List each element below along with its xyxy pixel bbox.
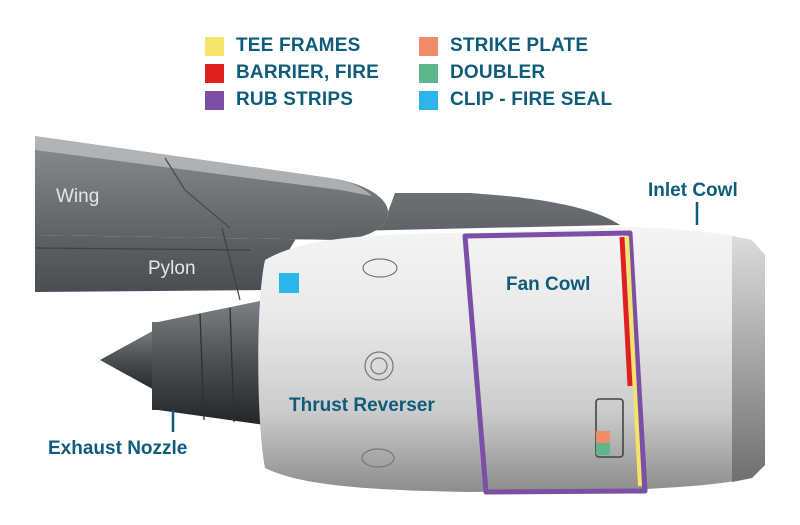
legend-item-rub-strips: RUB STRIPS: [205, 89, 354, 110]
nozzle-ring: [199, 313, 205, 421]
fire-seal-clip: [279, 273, 299, 293]
legend-item-tee-frames: TEE FRAMES: [205, 35, 361, 56]
fan-cowl-label: Fan Cowl: [506, 274, 591, 295]
inlet-lip: [732, 236, 765, 482]
legend-item-doubler: DOUBLER: [419, 62, 546, 83]
exhaust-nozzle-label: Exhaust Nozzle: [48, 438, 188, 459]
access-panel-bottom: [361, 448, 395, 468]
legend-label-strike-plate: STRIKE PLATE: [450, 35, 589, 56]
port-outer: [364, 351, 394, 381]
legend-swatch-tee-frames: [205, 36, 224, 56]
legend-swatch-rub-strips: [205, 90, 224, 110]
pylon-shape: [35, 193, 620, 292]
strike-plate: [596, 431, 610, 443]
legend-swatch-strike-plate: [419, 36, 438, 56]
exhaust-nozzle-shape: [152, 300, 265, 425]
legend-label-rub-strips: RUB STRIPS: [236, 89, 354, 110]
fire-barrier-line: [619, 236, 633, 387]
legend-swatch-doubler: [419, 63, 438, 83]
wing-edge-line: [164, 157, 231, 229]
legend-label-tee-frames: TEE FRAMES: [236, 35, 361, 56]
thrust-reverser-label: Thrust Reverser: [289, 395, 435, 416]
exhaust-plug: [100, 328, 158, 392]
wing-highlight: [35, 136, 372, 196]
wing-shape: [35, 136, 388, 240]
nozzle-ring-2: [229, 307, 235, 423]
legend-label-doubler: DOUBLER: [450, 62, 546, 83]
doubler: [596, 443, 610, 455]
wing-label: Wing: [56, 186, 100, 207]
pylon-label: Pylon: [148, 258, 196, 279]
legend-label-clip-fire-seal: CLIP - FIRE SEAL: [450, 89, 613, 110]
nacelle-body: [258, 227, 765, 492]
legend-swatch-barrier-fire: [205, 63, 224, 83]
legend-item-barrier-fire: BARRIER, FIRE: [205, 62, 379, 83]
inlet-cowl-label: Inlet Cowl: [648, 180, 738, 201]
legend-label-barrier-fire: BARRIER, FIRE: [236, 62, 379, 83]
rub-strips-outline: [462, 230, 648, 495]
legend-item-strike-plate: STRIKE PLATE: [419, 35, 589, 56]
pylon-divider: [34, 247, 251, 251]
tee-frame-line: [625, 235, 642, 487]
pylon-step: [221, 227, 241, 301]
port-inner: [370, 357, 388, 375]
access-panel-top: [362, 258, 398, 278]
legend-swatch-clip-fire-seal: [419, 90, 438, 110]
latch-housing: [595, 398, 624, 458]
legend-item-clip-fire-seal: CLIP - FIRE SEAL: [419, 89, 613, 110]
